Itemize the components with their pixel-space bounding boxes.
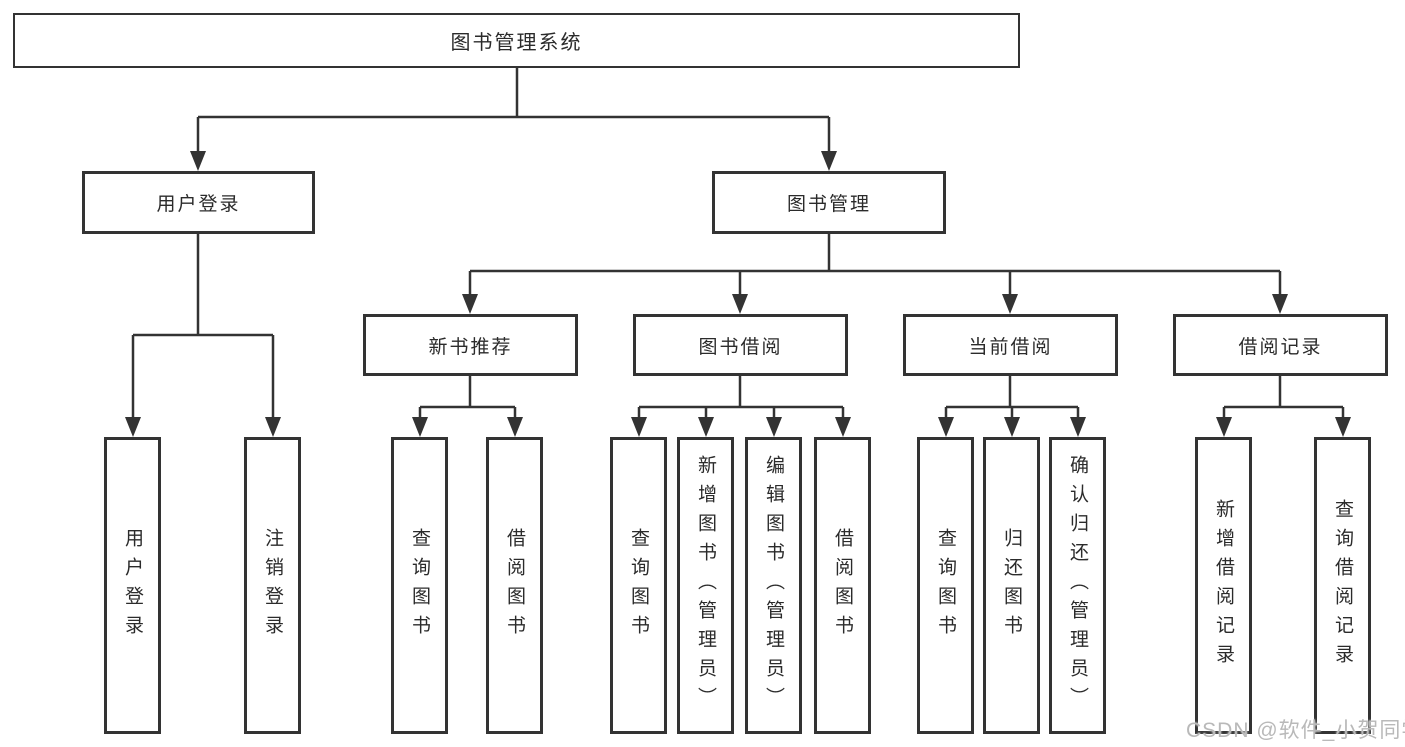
csdn-watermark: CSDN @软件_小贺同学	[1186, 719, 1405, 742]
node-current-borrowing: 当前借阅	[903, 314, 1118, 376]
node-book-management: 图书管理	[712, 171, 946, 234]
leaf-borrow-books-recommend: 借阅图书	[486, 437, 543, 734]
node-borrowing-records: 借阅记录	[1173, 314, 1388, 376]
leaf-query-books-borrow: 查询图书	[610, 437, 667, 734]
node-new-book-recommendation: 新书推荐	[363, 314, 578, 376]
node-library-management-system: 图书管理系统	[13, 13, 1020, 68]
leaf-add-borrow-record: 新增借阅记录	[1195, 437, 1252, 734]
leaf-user-login: 用户登录	[104, 437, 161, 734]
leaf-query-borrow-record: 查询借阅记录	[1314, 437, 1371, 734]
leaf-return-books: 归还图书	[983, 437, 1040, 734]
leaf-add-books-admin: 新增图书（管理员）	[677, 437, 734, 734]
node-book-borrowing: 图书借阅	[633, 314, 848, 376]
leaf-edit-books-admin: 编辑图书（管理员）	[745, 437, 802, 734]
leaf-logout: 注销登录	[244, 437, 301, 734]
leaf-query-books-current: 查询图书	[917, 437, 974, 734]
leaf-query-books-recommend: 查询图书	[391, 437, 448, 734]
node-user-login: 用户登录	[82, 171, 315, 234]
leaf-confirm-return-admin: 确认归还（管理员）	[1049, 437, 1106, 734]
leaf-borrow-books: 借阅图书	[814, 437, 871, 734]
